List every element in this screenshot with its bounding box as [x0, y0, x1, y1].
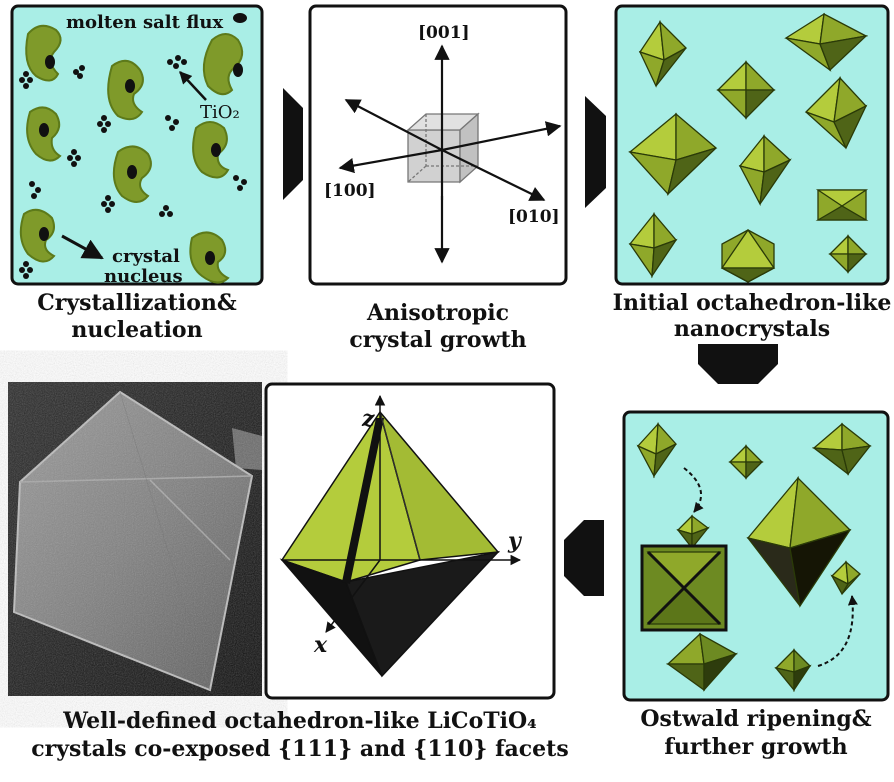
octahedron	[640, 544, 728, 632]
grain	[202, 33, 244, 96]
nucleus-pointer	[61, 234, 104, 260]
octa-face-lower-right	[344, 550, 501, 678]
octa-110-edge	[342, 418, 384, 584]
tio2-cluster	[73, 65, 85, 79]
cube	[406, 112, 480, 184]
octahedron	[728, 444, 764, 480]
grain	[107, 59, 144, 121]
nucleus-dot	[233, 63, 243, 77]
panel-initial	[614, 4, 890, 286]
octahedron	[676, 514, 710, 550]
nuclei-dots	[39, 13, 247, 265]
octahedron	[716, 60, 776, 120]
tio2-clusters	[19, 55, 247, 279]
octahedron	[811, 422, 872, 476]
tio2-cluster	[101, 195, 115, 213]
tio2-cluster	[233, 175, 247, 191]
nucleus-dot	[125, 79, 135, 93]
octahedron	[828, 234, 868, 274]
caption-nucleation-2: nucleation	[71, 317, 202, 343]
tio2-cluster	[19, 261, 33, 279]
label-100: [100]	[324, 181, 376, 201]
panel-nucleation-frame	[10, 4, 264, 286]
nucleus-dot	[39, 227, 49, 241]
octahedron	[774, 648, 812, 693]
label-crystal: crystal	[112, 246, 180, 267]
label-010: [010]	[508, 207, 560, 227]
caption-final-1: Well-defined octahedron-like LiCoTiO₄	[62, 708, 537, 734]
label-nucleus: nucleus	[104, 266, 183, 287]
caption-growth-1: Anisotropic	[366, 300, 509, 326]
octahedron	[738, 134, 792, 207]
octahedron	[628, 112, 718, 196]
nucleus-dot	[39, 123, 49, 137]
process-arrow-3	[698, 344, 778, 384]
label-x: x	[313, 632, 328, 658]
axis-010-neg	[344, 99, 443, 151]
nucleus-dot	[211, 143, 221, 157]
tio2-cluster	[19, 71, 33, 89]
caption-nucleation-1: Crystallization&	[37, 290, 237, 316]
tio2-cluster	[159, 205, 173, 217]
axis-010	[441, 149, 546, 201]
process-arrow-1	[283, 88, 303, 200]
octahedron	[628, 212, 678, 279]
octahedron	[638, 20, 688, 88]
octahedra-initial	[628, 12, 869, 283]
octahedron	[665, 632, 739, 692]
label-molten-salt-flux: molten salt flux	[66, 12, 223, 33]
caption-ripening-1: Ostwald ripening&	[640, 706, 871, 732]
panel-growth: [001] [100] [010]	[308, 4, 568, 286]
panel-nucleation: molten salt flux TiO₂ crystal nucleus	[10, 4, 264, 287]
caption-initial-1: Initial octahedron-like	[613, 290, 892, 316]
nucleus-dot	[127, 165, 137, 179]
process-arrow-4	[564, 520, 604, 596]
label-y: y	[507, 528, 523, 554]
tio2-cluster	[67, 149, 81, 167]
caption-final-2: crystals co-exposed {111} and {110} face…	[31, 736, 568, 762]
caption-initial-2: nanocrystals	[674, 316, 830, 342]
nucleus-dot	[233, 13, 247, 23]
octahedron	[636, 422, 678, 479]
panel-ripening	[622, 410, 890, 702]
caption-growth-2: crystal growth	[349, 327, 526, 353]
process-arrow-2	[585, 96, 606, 208]
axis-100-neg	[441, 121, 562, 152]
grain	[19, 208, 56, 263]
panel-final: z y x	[264, 382, 556, 700]
sem-image	[8, 382, 262, 696]
nucleus-dot	[205, 251, 215, 265]
tio2-cluster	[167, 55, 187, 69]
sem-texture	[8, 382, 262, 696]
label-tio2: TiO₂	[200, 102, 240, 123]
caption-ripening-2: further growth	[664, 734, 847, 760]
octahedron	[720, 228, 776, 283]
octa-hidden-edge	[379, 411, 421, 561]
label-z: z	[361, 406, 375, 432]
tio2-cluster	[165, 115, 179, 131]
octahedron	[830, 560, 862, 596]
tio2-cluster	[97, 115, 111, 133]
octahedron	[784, 12, 869, 72]
nucleus-dot	[45, 55, 55, 69]
octahedron	[746, 475, 852, 608]
octahedron	[815, 189, 869, 221]
tio2-pointer	[179, 71, 207, 101]
tio2-cluster	[29, 181, 41, 199]
octahedra-ripening	[636, 422, 872, 693]
axis-x	[325, 559, 381, 633]
grain	[192, 121, 230, 179]
label-001: [001]	[418, 23, 470, 43]
ripening-path-2	[817, 595, 858, 667]
octahedron	[804, 76, 868, 150]
axis-100	[338, 148, 443, 174]
